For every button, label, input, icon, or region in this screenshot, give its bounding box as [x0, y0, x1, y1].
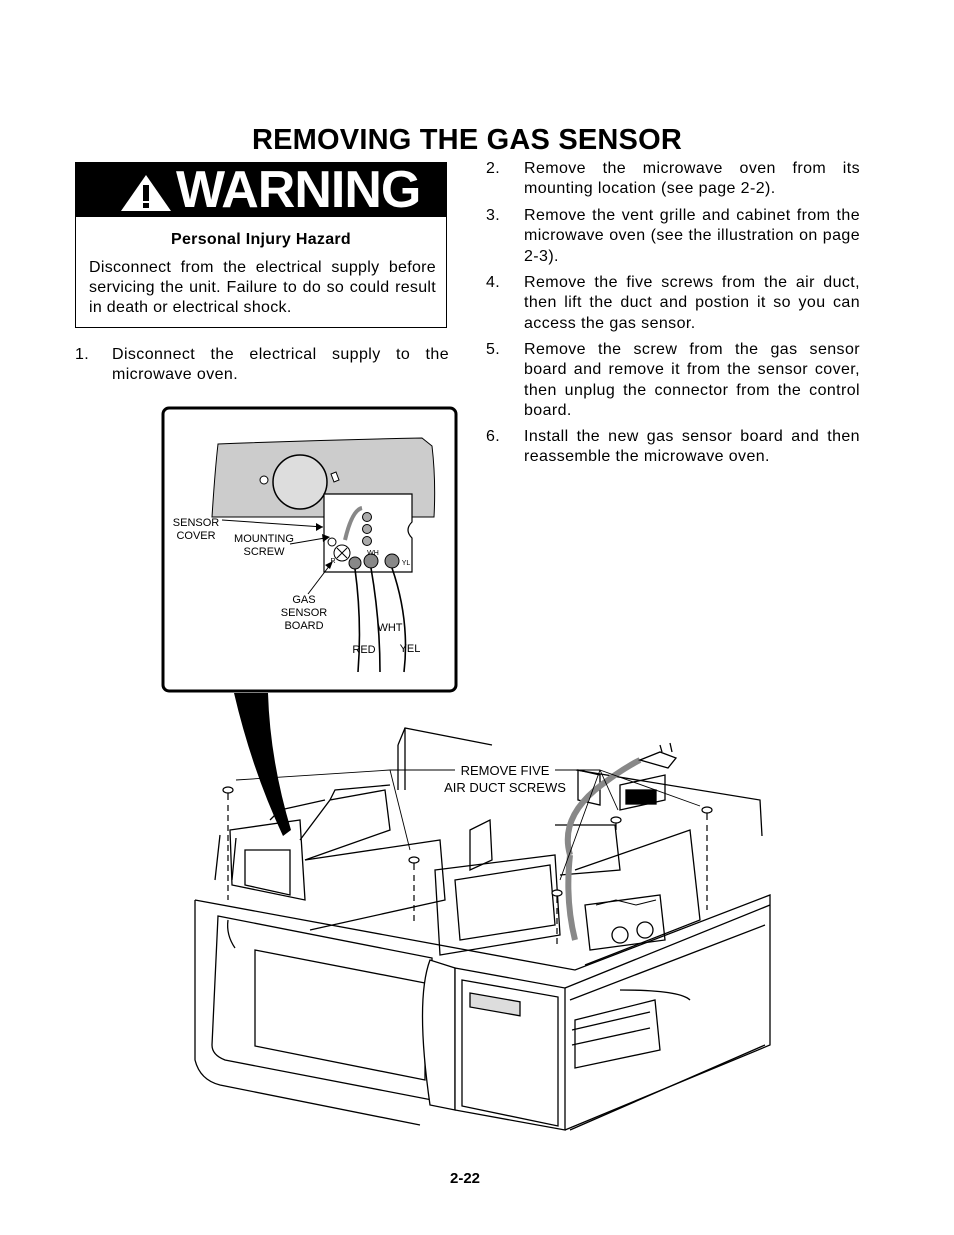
label-wire-red: RED	[352, 644, 375, 656]
step-number: 1.	[75, 346, 90, 363]
step-4: 4. Remove the five screws from the air d…	[486, 273, 862, 335]
page-number: 2-22	[450, 1170, 481, 1187]
label-wire-yel: YEL	[400, 643, 421, 655]
page-title: REMOVING THE GAS SENSOR	[252, 124, 682, 156]
step-number: 4.	[486, 274, 501, 291]
step-6: 6. Install the new gas sensor board and …	[486, 427, 862, 469]
step-2: 2. Remove the microwave oven from its mo…	[486, 159, 862, 201]
step-1: 1. Disconnect the electrical supply to t…	[75, 345, 450, 387]
label-sensor-cover: COVER	[176, 530, 215, 542]
step-number: 3.	[486, 207, 501, 224]
callout-pointer	[234, 693, 291, 836]
label-pin-yl: YL	[402, 560, 411, 567]
screw-icon	[551, 889, 563, 945]
step-number: 2.	[486, 160, 501, 177]
screw-icon	[701, 806, 713, 910]
step-text: Remove the vent grille and cabinet from …	[524, 207, 860, 265]
step-text: Remove the screw from the gas sensor boa…	[524, 341, 860, 419]
warning-triangle-icon	[121, 175, 171, 211]
screw-icon	[222, 786, 234, 900]
hazard-title: Personal Injury Hazard	[171, 231, 351, 248]
microwave-illustration	[194, 727, 771, 1131]
label-pin-r: R	[330, 558, 335, 565]
warning-banner: WARNING	[76, 161, 446, 219]
label-wire-wht: WHT	[377, 622, 402, 634]
detail-inset: SENSOR COVER MOUNTING SCREW GAS SENSOR B…	[161, 406, 458, 693]
label-gas-sensor-board: GAS	[292, 594, 315, 606]
label-mounting-screw: SCREW	[244, 546, 286, 558]
step-text: Disconnect the electrical supply to the …	[112, 346, 449, 384]
screw-icon	[408, 856, 420, 925]
label-remove-screws: AIR DUCT SCREWS	[444, 780, 566, 795]
step-text: Remove the five screws from the air duct…	[524, 274, 860, 332]
label-remove-screws: REMOVE FIVE	[461, 763, 550, 778]
label-gas-sensor-board: BOARD	[284, 620, 323, 632]
step-text: Install the new gas sensor board and the…	[524, 428, 860, 466]
air-duct-screws	[222, 786, 713, 945]
warning-word: WARNING	[176, 161, 421, 219]
screw-leader-lines	[235, 769, 701, 881]
label-gas-sensor-board: SENSOR	[281, 607, 328, 619]
hazard-text: Disconnect from the electrical supply be…	[89, 259, 436, 316]
label-sensor-cover: SENSOR	[173, 517, 220, 529]
step-number: 5.	[486, 341, 501, 358]
step-5: 5. Remove the screw from the gas sensor …	[486, 340, 862, 424]
label-mounting-screw: MOUNTING	[234, 533, 294, 545]
step-text: Remove the microwave oven from its mount…	[524, 160, 860, 198]
step-3: 3. Remove the vent grille and cabinet fr…	[486, 206, 862, 268]
screw-icon	[610, 816, 622, 830]
warning-box: WARNING Personal Injury Hazard Disconnec…	[75, 161, 447, 328]
label-pin-wh: WH	[367, 550, 379, 557]
step-number: 6.	[486, 428, 501, 445]
